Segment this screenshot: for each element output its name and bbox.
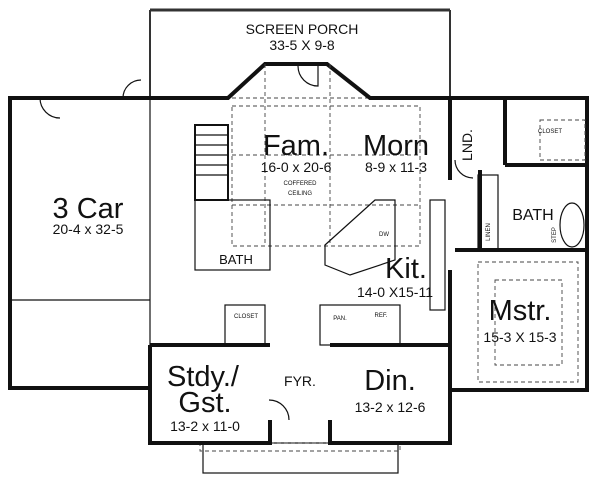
garage-label: 3 Car <box>53 193 124 225</box>
hall-bath-label: BATH <box>219 252 253 267</box>
bathtub <box>559 202 585 248</box>
study-label-1: Stdy./ <box>167 361 240 393</box>
screen-porch <box>149 8 451 99</box>
step-label: STEP <box>552 227 558 243</box>
ref-label: REF. <box>374 313 387 319</box>
porch-label: SCREEN PORCH <box>246 21 359 37</box>
pantry-ref-area <box>319 304 401 346</box>
kitchen-counter <box>429 199 446 311</box>
ceiling-note: CEILING <box>288 191 312 197</box>
staircase <box>194 124 229 201</box>
kitchen-island <box>324 199 396 276</box>
morning-label: Morn <box>363 130 429 162</box>
morning-size: 8-9 x 11-3 <box>365 159 427 175</box>
coffered-ceiling <box>231 64 586 383</box>
dishwasher-label: DW <box>379 232 389 238</box>
hall-closet-label: CLOSET <box>234 314 258 320</box>
doors <box>39 65 474 421</box>
hall-closet-area <box>224 304 266 346</box>
master-label: Mstr. <box>489 295 552 327</box>
kitchen-label: Kit. <box>385 253 427 285</box>
study-size: 13-2 x 11-0 <box>170 418 240 434</box>
master-size: 15-3 X 15-3 <box>483 329 556 345</box>
family-label: Fam. <box>263 130 329 162</box>
laundry-label: LND. <box>459 129 475 161</box>
foyer-label: FYR. <box>284 373 316 389</box>
kitchen-size: 14-0 X15-11 <box>357 284 433 300</box>
dining-label: Din. <box>364 365 416 397</box>
master-bath-label: BATH <box>512 207 553 224</box>
study-label-2: Gst. <box>178 387 231 419</box>
pantry-label: PAN. <box>333 316 347 322</box>
front-porch <box>202 442 399 474</box>
hall-bath-area <box>194 199 271 271</box>
family-size: 16-0 x 20-6 <box>261 159 332 175</box>
coffered-note: COFFERED <box>284 181 318 187</box>
master-closet-label: CLOSET <box>538 129 562 135</box>
linen-label: LINEN <box>486 223 492 241</box>
porch-size: 33-5 X 9-8 <box>269 37 335 53</box>
garage-size: 20-4 x 32-5 <box>53 221 124 237</box>
dining-size: 13-2 x 12-6 <box>355 399 426 415</box>
exterior-walls <box>8 62 589 445</box>
